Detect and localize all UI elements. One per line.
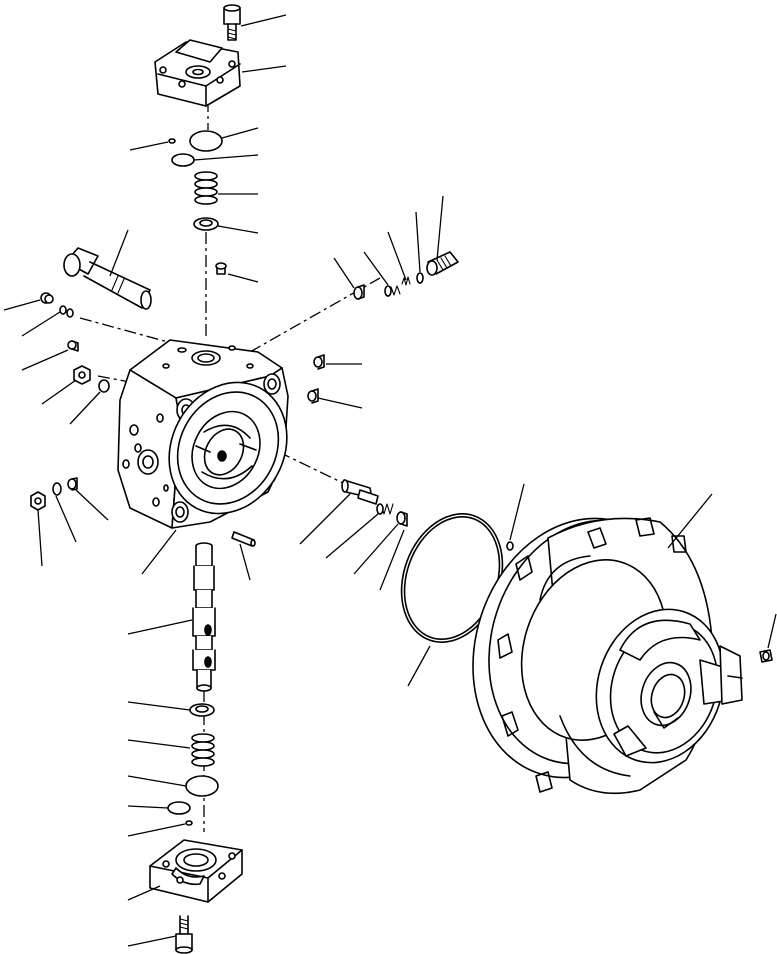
leader-c05 xyxy=(193,154,259,161)
leader-c02 xyxy=(241,65,287,73)
leader-c28b xyxy=(379,529,405,591)
leader-c38 xyxy=(127,823,186,837)
bottom-seat-washer xyxy=(189,703,215,717)
leader-c14-valve xyxy=(436,195,444,261)
leader-c36 xyxy=(127,775,187,787)
right-lower-plug xyxy=(396,511,408,527)
long-pin-bolt xyxy=(63,247,152,310)
leader-c28 xyxy=(353,523,399,575)
leader-c37 xyxy=(127,805,169,809)
bottom-o-ring-small xyxy=(167,801,191,815)
bottom-cover xyxy=(149,839,243,903)
left-plug-b xyxy=(67,340,79,352)
leader-c22 xyxy=(55,495,77,543)
leader-c40 xyxy=(127,935,177,947)
left-plug-a xyxy=(40,292,54,304)
leader-lines xyxy=(3,14,777,947)
leader-c18 xyxy=(69,391,101,425)
top-small-ball xyxy=(168,138,176,144)
right-plug-a xyxy=(313,354,325,370)
right-lower-spring xyxy=(376,503,394,515)
leader-c23 xyxy=(75,489,109,521)
right-plug-b xyxy=(307,388,319,404)
leader-c14 xyxy=(3,299,41,311)
right-upper-spring xyxy=(384,285,401,297)
leader-c26 xyxy=(299,493,351,545)
case-plug xyxy=(759,649,773,663)
left-plug-hex xyxy=(73,365,91,385)
leader-c39 xyxy=(127,885,161,901)
leader-c09 xyxy=(227,273,259,283)
leader-c11 xyxy=(363,251,389,286)
leader-c16 xyxy=(21,349,69,371)
leader-c27 xyxy=(325,513,379,559)
top-cover xyxy=(154,39,241,107)
leader-c21 xyxy=(37,509,43,567)
bottom-small-ball xyxy=(185,820,193,826)
right-upper-plug xyxy=(353,284,365,300)
bottom-cover-bolt xyxy=(175,915,193,954)
leader-c30 xyxy=(509,483,525,541)
leader-c34 xyxy=(127,701,191,711)
leader-c29 xyxy=(407,645,431,687)
top-cover-bolt xyxy=(223,4,241,41)
leader-c24 xyxy=(141,529,177,575)
top-o-ring-small xyxy=(171,153,195,167)
leader-c31 xyxy=(667,493,713,549)
leader-c15 xyxy=(21,311,61,337)
leader-c32 xyxy=(767,613,777,649)
leader-c08 xyxy=(109,229,129,277)
motor-case xyxy=(472,517,743,795)
leader-c13 xyxy=(415,211,421,273)
leader-c07 xyxy=(217,225,259,234)
lower-left-plug-hex xyxy=(30,491,46,511)
leader-c33 xyxy=(127,619,193,635)
leader-c03 xyxy=(221,127,259,139)
bottom-spring xyxy=(191,733,215,767)
spool xyxy=(192,542,216,692)
right-lower-poppet xyxy=(341,479,379,505)
bottom-o-ring-large xyxy=(185,775,219,797)
left-o-ring-a xyxy=(59,305,74,318)
small-seal-pin xyxy=(506,541,514,551)
leader-c12 xyxy=(387,231,407,281)
leader-c01 xyxy=(240,14,287,27)
right-upper-o-ring-set xyxy=(401,272,424,286)
top-seat-washer xyxy=(193,217,219,231)
left-o-ring-b xyxy=(98,379,110,393)
lower-left-plug xyxy=(67,477,78,491)
top-plug-small xyxy=(215,262,227,275)
top-spring xyxy=(194,171,218,205)
leader-c20 xyxy=(317,397,363,409)
right-upper-o-ring xyxy=(416,272,424,284)
leader-c04 xyxy=(129,141,169,151)
valve-body-housing xyxy=(117,339,289,529)
top-o-ring-large xyxy=(189,130,223,152)
leader-c10 xyxy=(333,257,355,289)
lower-left-o-ring xyxy=(52,482,62,496)
leader-c25 xyxy=(239,543,251,581)
leader-c35 xyxy=(127,739,191,749)
leader-c17 xyxy=(41,379,77,405)
dowel-pin xyxy=(231,531,256,547)
right-upper-valve xyxy=(426,251,459,276)
